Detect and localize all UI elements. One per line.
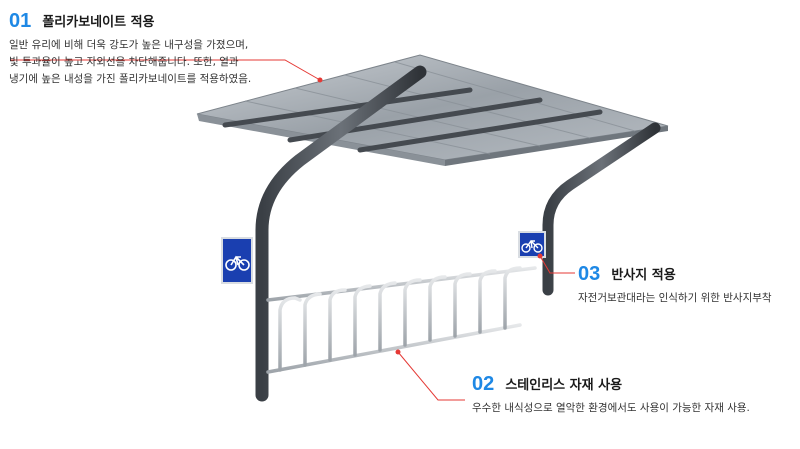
callout-leader-lines xyxy=(10,59,575,401)
bicycle-icon xyxy=(521,239,543,253)
callout-stainless: 02 스테인리스 자재 사용 우수한 내식성으로 열악한 환경에서도 사용이 가… xyxy=(472,373,792,417)
callout-title: 폴리카보네이트 적용 xyxy=(42,15,155,30)
callout-description: 자전거보관대라는 인식하기 위한 반사지부착 xyxy=(578,292,772,304)
callout-description: 일반 유리에 비해 더욱 강도가 높은 내구성을 가졌으며, 빛 투과율이 높고… xyxy=(9,39,252,85)
reflective-sign-right xyxy=(518,231,546,258)
callout-number: 02 xyxy=(472,373,495,395)
callout-description: 우수한 내식성으로 열악한 환경에서도 사용이 가능한 자재 사용. xyxy=(472,402,750,414)
stainless-bike-rack xyxy=(266,266,537,374)
callout-number: 01 xyxy=(9,10,32,32)
shelter-frame xyxy=(216,65,661,409)
callout-reflector: 03 반사지 적용 자전거보관대라는 인식하기 위한 반사지부착 xyxy=(578,263,793,307)
bicycle-icon xyxy=(225,255,250,271)
callout-polycarbonate: 01 폴리카보네이트 적용 일반 유리에 비해 더욱 강도가 높은 내구성을 가… xyxy=(9,10,309,88)
reflective-sign-left xyxy=(221,237,253,284)
callout-number: 03 xyxy=(578,263,601,285)
callout-title: 스테인리스 자재 사용 xyxy=(505,378,623,393)
callout-title: 반사지 적용 xyxy=(611,268,676,283)
